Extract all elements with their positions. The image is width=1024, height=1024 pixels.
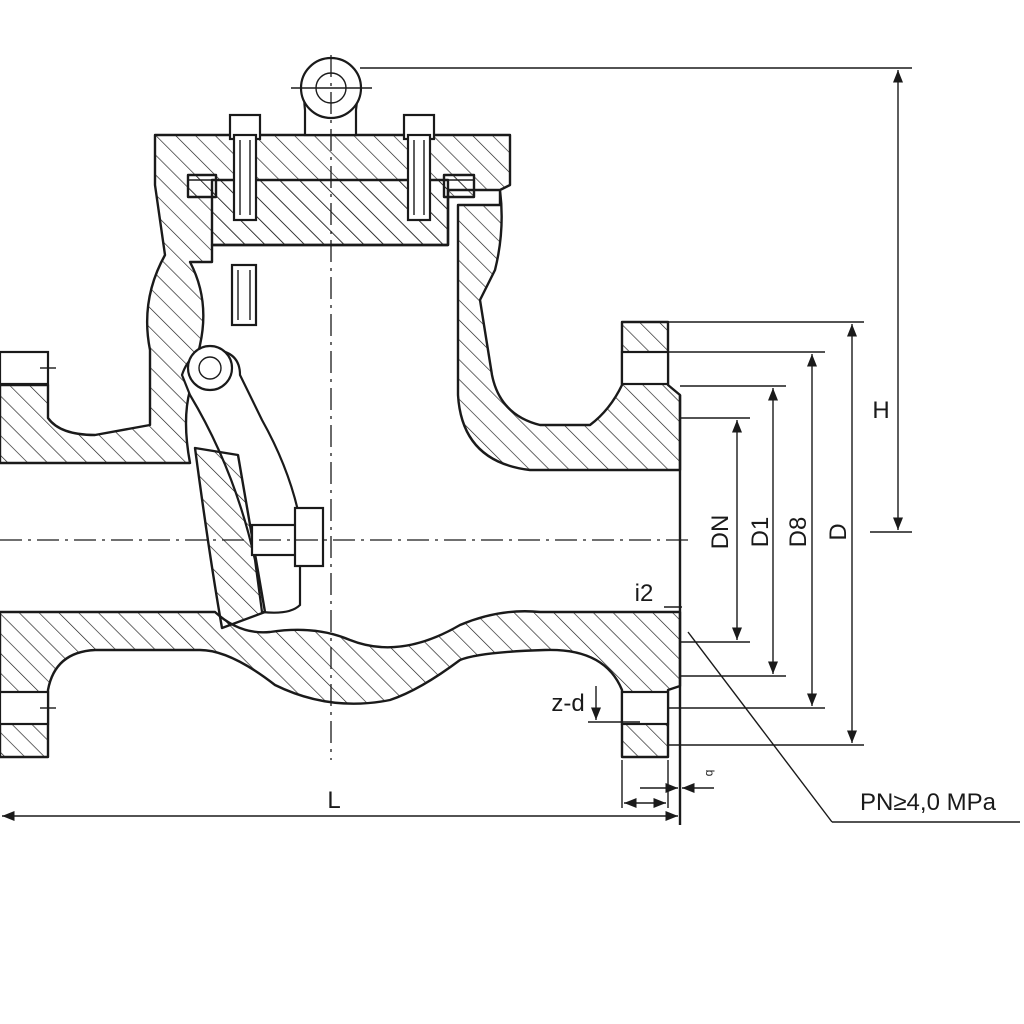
flange-hole-tr <box>620 350 670 386</box>
label-H: H <box>872 397 889 424</box>
check-disc <box>193 446 267 630</box>
valve-body-upper-wall <box>0 133 682 472</box>
label-pn: PN≥4,0 MPa <box>860 789 997 816</box>
label-D: D <box>825 523 852 540</box>
dimension-lines <box>2 67 1020 823</box>
label-D8: D8 <box>785 517 812 548</box>
label-i2: i2 <box>635 580 654 607</box>
flange-hole-br <box>620 690 670 726</box>
valve-body-lower-wall <box>0 610 682 759</box>
hinge-bolt <box>230 263 258 327</box>
gasket-left <box>186 173 218 199</box>
gasket-right <box>442 173 476 199</box>
label-DN: DN <box>707 515 734 550</box>
bonnet-stud-right <box>402 113 436 222</box>
label-z-d: z-d <box>551 690 584 717</box>
bonnet-stud-left <box>228 113 262 222</box>
label-L: L <box>327 787 340 814</box>
label-b: b <box>703 770 717 777</box>
hinge-pin <box>186 344 234 392</box>
label-D1: D1 <box>747 517 774 548</box>
